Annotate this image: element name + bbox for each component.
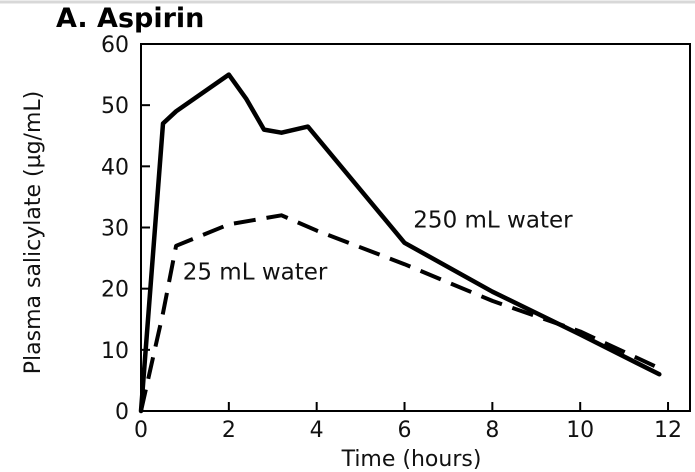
y-tick-label: 0 xyxy=(115,400,129,425)
series-labels: 250 mL water 25 mL water xyxy=(183,208,573,286)
series-line-1 xyxy=(138,72,662,414)
axis-ticks: 0 10 20 30 40 50 60 0 2 4 6 8 10 12 xyxy=(101,33,682,443)
y-tick-label: 20 xyxy=(101,278,129,303)
series-line-2 xyxy=(139,213,661,412)
x-tick-label: 8 xyxy=(485,418,499,443)
y-axis-title: Plasma salicylate (µg/mL) xyxy=(21,91,46,375)
x-tick-label: 6 xyxy=(398,418,412,443)
x-tick-label: 0 xyxy=(134,418,148,443)
y-tick-label: 40 xyxy=(101,155,129,180)
x-tick-label: 2 xyxy=(222,418,236,443)
y-tick-label: 60 xyxy=(101,33,129,58)
series-label-2: 25 mL water xyxy=(183,259,328,285)
x-tick-label: 10 xyxy=(566,418,594,443)
y-tick-label: 30 xyxy=(101,217,129,242)
x-axis-title: Time (hours) xyxy=(341,447,482,472)
y-tick-label: 10 xyxy=(101,339,129,364)
y-tick-label: 50 xyxy=(101,94,129,119)
series-lines xyxy=(138,72,662,414)
x-tick-label: 4 xyxy=(310,418,324,443)
series-label-1: 250 mL water xyxy=(413,208,573,234)
x-tick-label: 12 xyxy=(654,418,682,443)
chart-title: A. Aspirin xyxy=(56,3,204,34)
